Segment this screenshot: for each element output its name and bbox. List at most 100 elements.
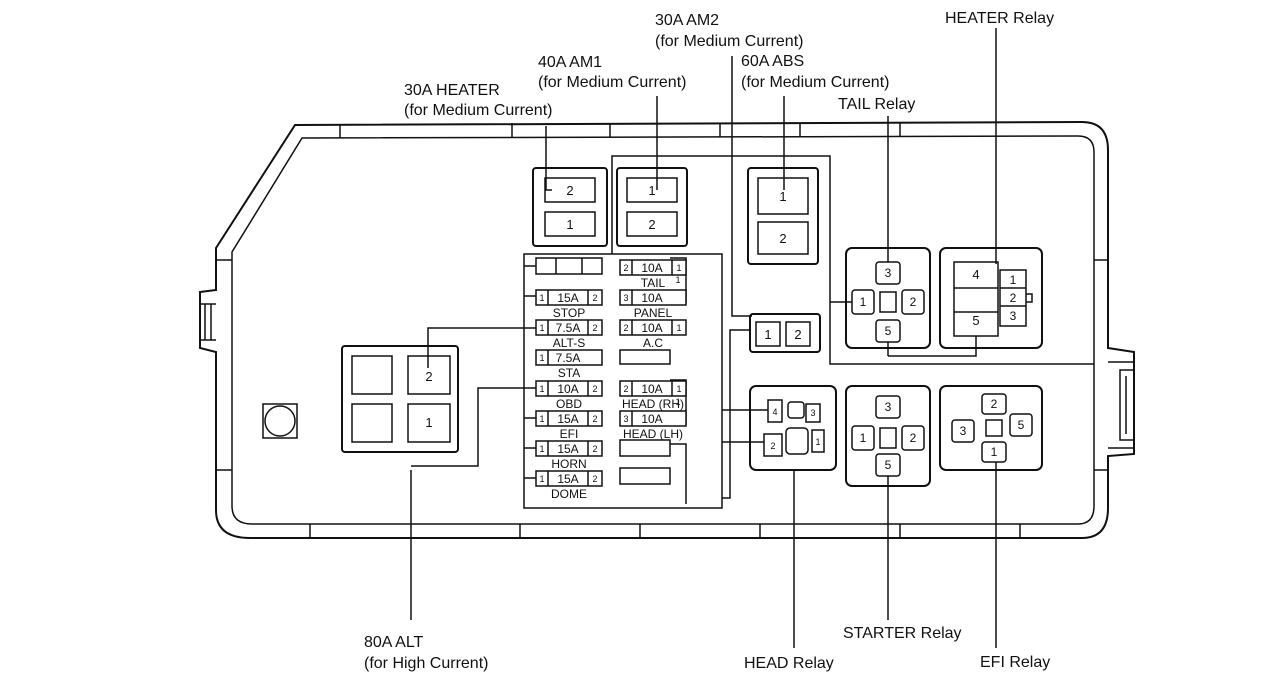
- heater-relay-pin-3: 3: [1010, 309, 1017, 323]
- am2-pin-top: 1: [648, 183, 655, 198]
- head-relay-pin-3: 3: [810, 408, 815, 418]
- efi-relay-pin-5: 5: [1018, 418, 1025, 432]
- heater30-title: 30A HEATER: [404, 82, 500, 99]
- heater-relay-block: 4 5 1 2 3: [939, 247, 1043, 349]
- fuse-panel: 1 1: [523, 253, 723, 509]
- fuse-rating: 10A: [641, 321, 662, 335]
- am1-pin-top: 2: [566, 183, 573, 198]
- fuse-name: HORN: [551, 457, 586, 471]
- fuse-pin-left: 1: [539, 293, 544, 303]
- alt-title: 80A ALT: [364, 634, 424, 651]
- fuse-pin-left: 2: [623, 263, 628, 273]
- fuse-name: HEAD (LH): [623, 427, 683, 441]
- fuse-pin-right: 1: [676, 263, 681, 273]
- am1-pin-bottom: 1: [566, 217, 573, 232]
- fuse-name: DOME: [551, 487, 587, 501]
- fuse-rating: 15A: [557, 291, 578, 305]
- tail-relay-pin-5: 5: [885, 324, 892, 338]
- fuse-name: HEAD (RH): [622, 397, 684, 411]
- abs-pin-top: 1: [779, 189, 786, 204]
- fuse-name: ALT-S: [553, 336, 585, 350]
- fuse-rating: 10A: [641, 382, 662, 396]
- fuse-pin-right: 2: [592, 414, 597, 424]
- alt-pin-top: 2: [425, 369, 432, 384]
- fuse-pin-right: 2: [592, 323, 597, 333]
- tail-relay-block: 3 1 2 5: [845, 247, 931, 349]
- fuse-pin-right: 2: [592, 293, 597, 303]
- fuse-pin-left: 1: [539, 474, 544, 484]
- svg-text:1: 1: [675, 275, 680, 285]
- heater-relay-label: HEATER Relay: [945, 10, 1054, 27]
- fuse-name: TAIL: [641, 276, 666, 290]
- fuse-rating: 15A: [557, 442, 578, 456]
- fuse-name: A.C: [643, 336, 663, 350]
- fuse-name: STOP: [553, 306, 585, 320]
- head-relay-pin-2: 2: [770, 441, 775, 451]
- head-relay-pin-4: 4: [772, 407, 777, 417]
- fuse-rating: 7.5A: [556, 321, 581, 335]
- fuse-rating: 10A: [557, 382, 578, 396]
- callout-labels: 30A HEATER (for Medium Current) 40A AM1 …: [364, 10, 1054, 672]
- efi-relay-pin-1: 1: [991, 445, 998, 459]
- heater30-subtitle: (for Medium Current): [404, 102, 552, 119]
- small-block-pin-1: 1: [764, 327, 771, 342]
- fuse-pin-left: 3: [623, 414, 628, 424]
- alt-subtitle: (for High Current): [364, 655, 488, 672]
- fuse-box-housing: [199, 120, 1135, 539]
- starter-relay-pin-2: 2: [910, 431, 917, 445]
- starter-relay-label: STARTER Relay: [843, 625, 962, 642]
- fuse-pin-left: 2: [623, 323, 628, 333]
- abs-subtitle: (for Medium Current): [741, 74, 889, 91]
- starter-relay-block: 3 1 2 5: [845, 385, 931, 487]
- fuse-pin-right: 2: [592, 474, 597, 484]
- starter-relay-pin-3: 3: [885, 400, 892, 414]
- tail-relay-pin-3: 3: [885, 266, 892, 280]
- tail-relay-pin-1: 1: [860, 295, 867, 309]
- heater-relay-pin-5: 5: [972, 313, 979, 328]
- fuse-rating: 10A: [641, 291, 662, 305]
- efi-relay-block: 2 3 5 1: [939, 385, 1043, 471]
- heater-fusible-link: 2 1: [341, 345, 459, 453]
- heater-relay-pin-1: 1: [1010, 273, 1017, 287]
- fuse-name: STA: [558, 366, 580, 380]
- fuse-name: PANEL: [634, 306, 673, 320]
- fuse-rating: 7.5A: [556, 351, 581, 365]
- efi-relay-pin-3: 3: [960, 424, 967, 438]
- efi-relay-label: EFI Relay: [980, 654, 1050, 671]
- small-fuse-block: 1 2: [749, 313, 821, 353]
- svg-text:1: 1: [675, 397, 680, 407]
- fuse-pin-left: 1: [539, 444, 544, 454]
- fuse-pin-right: 2: [592, 384, 597, 394]
- efi-relay-pin-2: 2: [991, 397, 998, 411]
- abs-title: 60A ABS: [741, 53, 804, 70]
- starter-relay-pin-1: 1: [860, 431, 867, 445]
- head-relay-pin-1: 1: [815, 437, 820, 447]
- fuse-name: OBD: [556, 397, 582, 411]
- small-block-pin-2: 2: [794, 327, 801, 342]
- fuse-pin-left: 3: [623, 293, 628, 303]
- fuse-pin-right: 1: [676, 323, 681, 333]
- fuse-row: 2 10A 1A.C: [619, 319, 687, 350]
- head-relay-label: HEAD Relay: [744, 655, 834, 672]
- abs-pin-bottom: 2: [779, 231, 786, 246]
- am1-subtitle: (for Medium Current): [538, 74, 686, 91]
- am2-fusible-link: 1 2: [616, 167, 688, 247]
- fuse-rating: 15A: [557, 472, 578, 486]
- fuse-rating: 10A: [641, 261, 662, 275]
- leader-lines: [410, 28, 1094, 648]
- abs-fusible-link: 1 2: [747, 167, 819, 265]
- am2-pin-bottom: 2: [648, 217, 655, 232]
- fuse-rating: 10A: [641, 412, 662, 426]
